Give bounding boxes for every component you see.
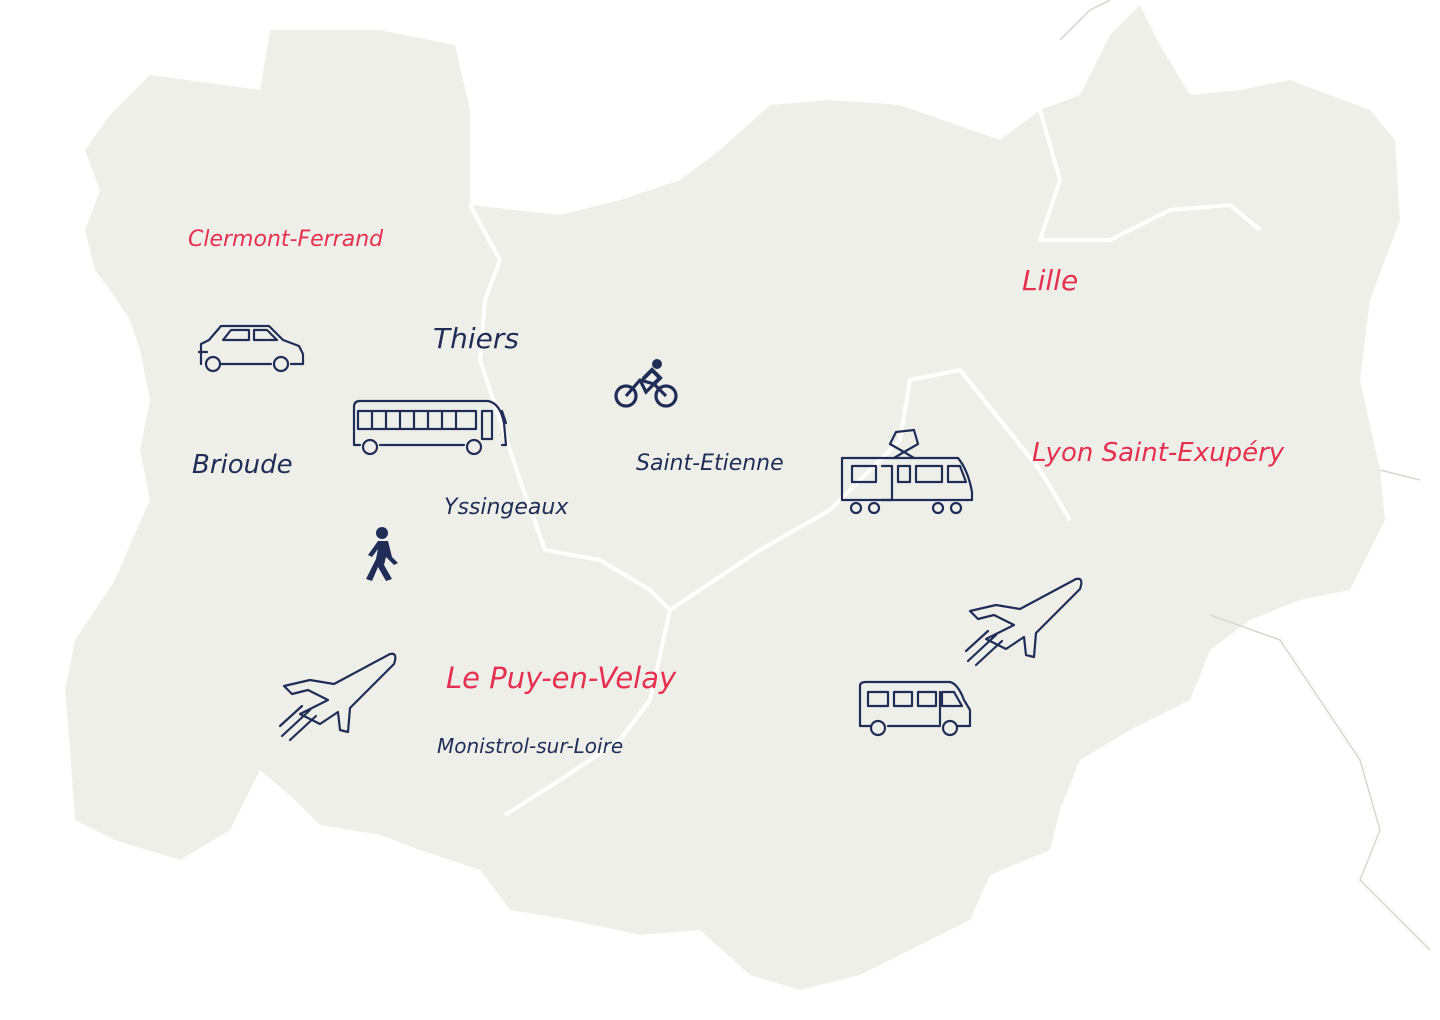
label-lyon-saint-exupery: Lyon Saint-Exupéry bbox=[1032, 438, 1285, 468]
bicycle-icon bbox=[614, 359, 678, 408]
label-clermont-ferrand: Clermont-Ferrand bbox=[188, 227, 384, 252]
tram-icon bbox=[840, 428, 974, 515]
label-thiers: Thiers bbox=[433, 322, 519, 355]
label-lille: Lille bbox=[1022, 264, 1078, 297]
bus-icon bbox=[352, 399, 508, 456]
department-borders bbox=[468, 109, 1262, 817]
label-brioude: Brioude bbox=[192, 450, 293, 480]
minibus-icon bbox=[858, 680, 972, 737]
route-lines bbox=[321, 166, 1006, 713]
label-yssingeaux: Yssingeaux bbox=[444, 495, 569, 520]
label-le-puy-en-velay: Le Puy-en-Velay bbox=[446, 661, 677, 695]
pedestrian-icon bbox=[366, 527, 398, 581]
label-saint-etienne: Saint-Etienne bbox=[636, 451, 784, 476]
outer-borders bbox=[1059, 0, 1431, 951]
airplane-icon bbox=[964, 577, 1083, 667]
car-icon bbox=[197, 324, 305, 373]
airplane-icon bbox=[278, 652, 397, 742]
region-land bbox=[65, 5, 1400, 990]
label-monistrol-sur-loire: Monistrol-sur-Loire bbox=[437, 734, 623, 758]
